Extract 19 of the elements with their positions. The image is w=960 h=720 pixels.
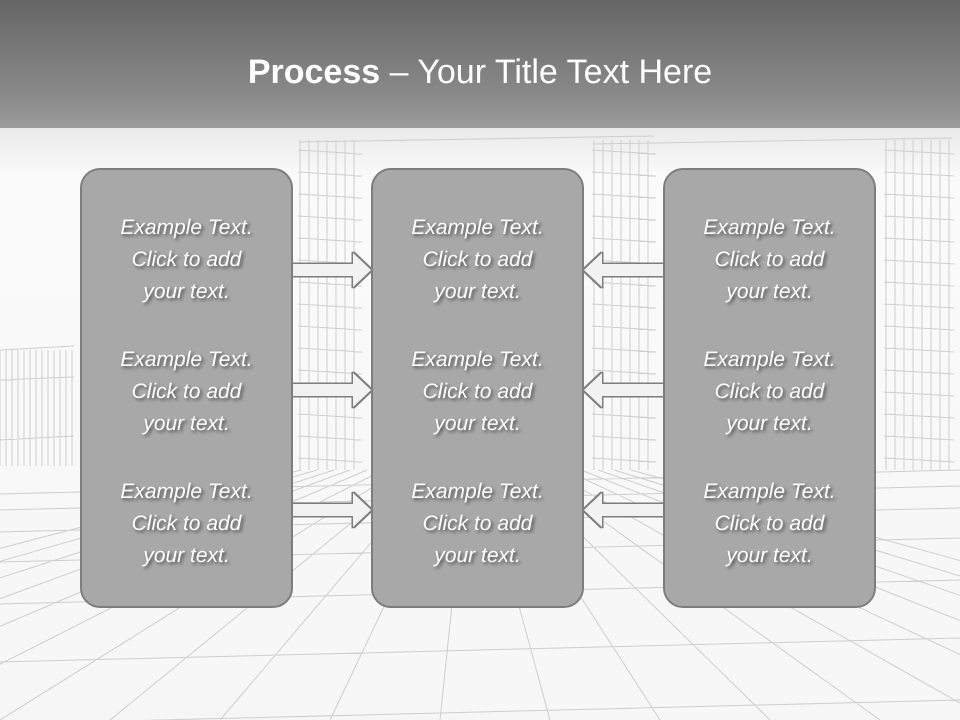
node-text: Example Text. Click to add your text.: [119, 347, 254, 437]
node-text: Example Text. Click to add your text.: [410, 479, 545, 569]
node-text: Example Text. Click to add your text.: [410, 347, 545, 437]
process-box: [371, 168, 584, 608]
block-arrow: [293, 373, 371, 407]
title: Process – Your Title Text Here: [248, 52, 712, 93]
block-arrow: [293, 493, 371, 527]
block-arrow: [584, 253, 663, 287]
block-arrow: [584, 373, 663, 407]
block-arrow: [584, 493, 663, 527]
process-box: [80, 168, 293, 608]
node-text: Example Text. Click to add your text.: [119, 215, 254, 305]
node-text: Example Text. Click to add your text.: [410, 215, 545, 305]
process-box: [663, 168, 876, 608]
node-text: Example Text. Click to add your text.: [702, 215, 837, 305]
block-arrow: [293, 253, 371, 287]
node-text: Example Text. Click to add your text.: [702, 347, 837, 437]
node-text: Example Text. Click to add your text.: [702, 479, 837, 569]
node-text: Example Text. Click to add your text.: [119, 479, 254, 569]
